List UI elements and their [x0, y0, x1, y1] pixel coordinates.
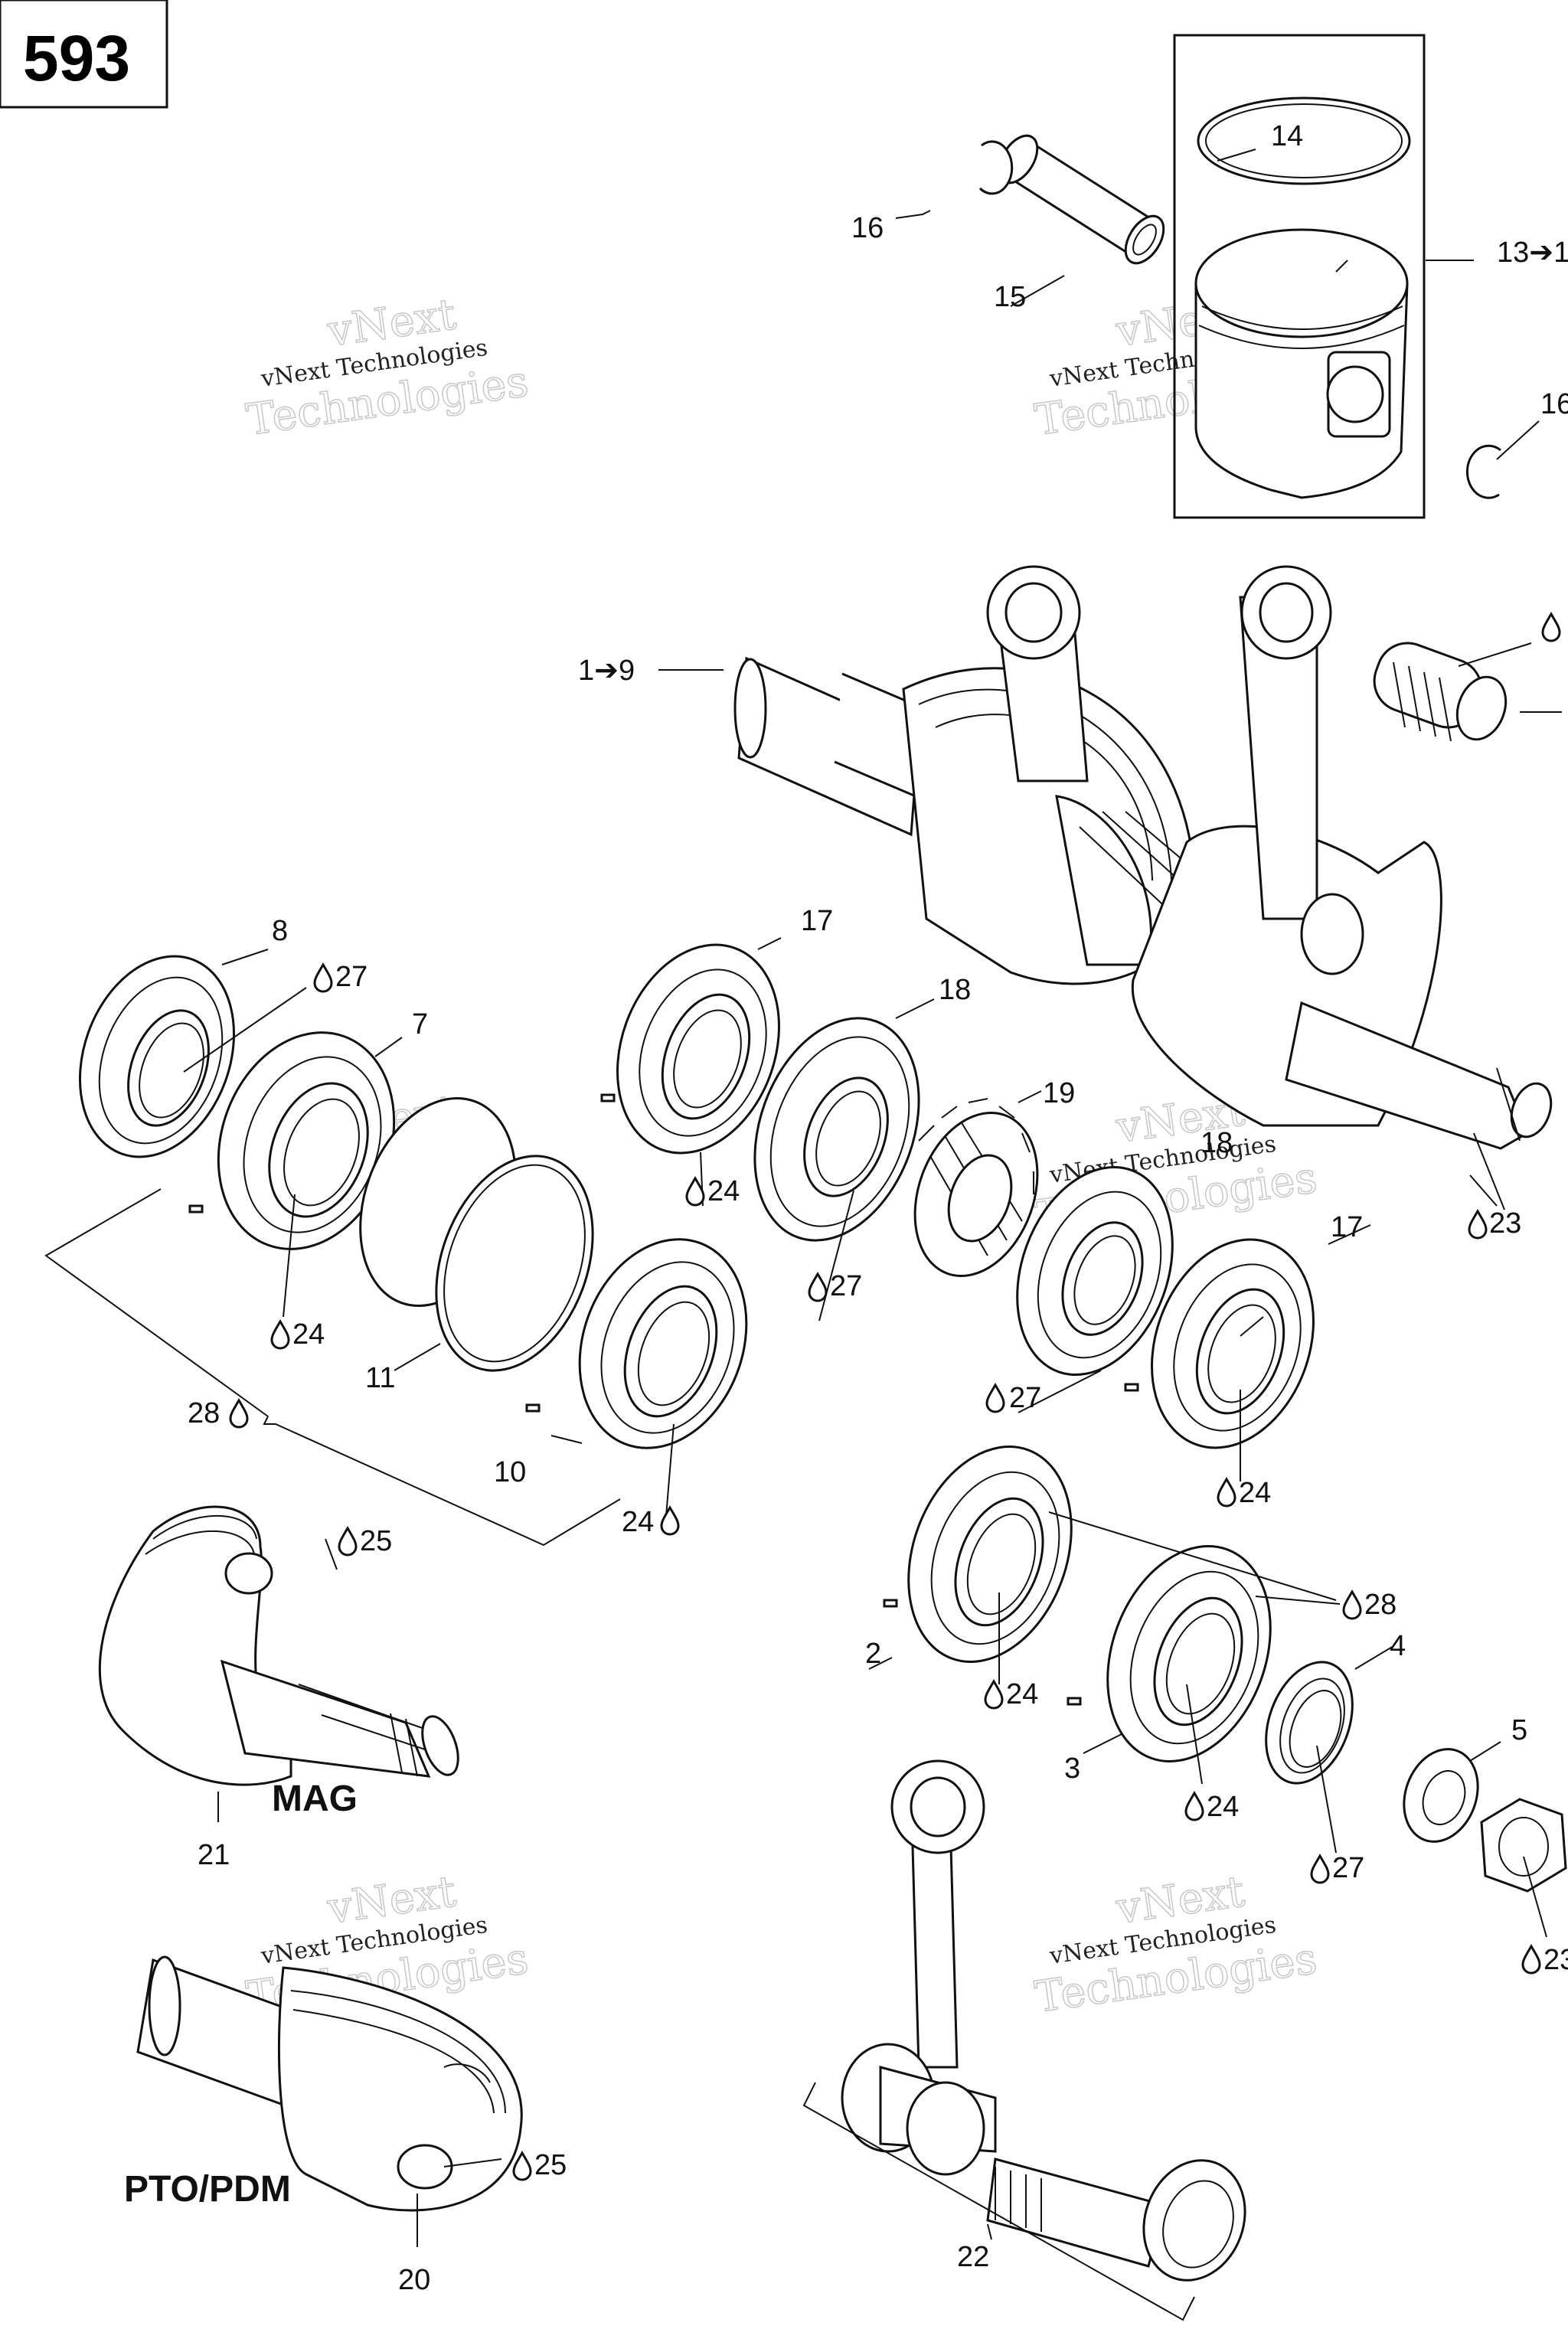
callout-24-bearing-2: 24	[1006, 1678, 1038, 1710]
callout-16-right: 16	[1540, 388, 1568, 420]
callout-27-seal-4: 27	[1332, 1852, 1364, 1884]
oil-drop-icon	[984, 1680, 1004, 1710]
callout-27: 27	[335, 961, 368, 993]
oil-drop-icon	[1184, 1792, 1204, 1821]
drive-gear-19	[913, 1098, 1039, 1278]
callout-22: 22	[957, 2241, 989, 2273]
callout-18: 18	[939, 974, 971, 1006]
ball-bearing-2	[883, 1446, 1073, 1663]
callout-24-left: 24	[292, 1318, 325, 1351]
piston-kit	[978, 34, 1426, 519]
callout-14: 14	[1271, 120, 1303, 152]
oil-drop-icon	[229, 1399, 249, 1429]
piston-ring	[1197, 96, 1411, 185]
callout-20: 20	[398, 2264, 430, 2296]
callout-1-to-9: 1➔9	[578, 655, 635, 687]
assembly-bracket-left	[44, 1188, 621, 1547]
callout-11: 11	[365, 1362, 395, 1394]
oil-drop-icon	[1342, 1590, 1362, 1620]
oil-seal-8	[78, 955, 236, 1158]
callout-27-center: 27	[830, 1270, 862, 1302]
needle-bearing	[1373, 642, 1508, 742]
callout-2: 2	[865, 1638, 881, 1670]
oil-drop-icon	[1310, 1854, 1330, 1884]
connecting-rod-22	[841, 1759, 1246, 2282]
callout-27-right: 27	[1009, 1382, 1041, 1414]
callout-25: 25	[360, 1525, 392, 1557]
page-number: 593	[23, 22, 130, 94]
callout-18-right: 18	[1200, 1127, 1233, 1159]
crank-half-mag	[98, 1505, 459, 1786]
crank-half-pto	[136, 1955, 523, 2212]
ball-bearing-7	[188, 1031, 396, 1250]
oil-drop-icon	[985, 1383, 1005, 1413]
ball-bearing-3	[1067, 1545, 1272, 1762]
oil-drop-icon	[338, 1527, 358, 1557]
callout-24-bearing-3: 24	[1207, 1791, 1239, 1823]
oil-drop-icon	[313, 963, 333, 993]
label-pto-pdm: PTO/PDM	[124, 2169, 291, 2210]
callout-21: 21	[198, 1839, 230, 1871]
callout-28-right: 28	[1364, 1589, 1396, 1621]
callout-7: 7	[412, 1008, 428, 1040]
callout-16: 16	[851, 212, 884, 244]
callout-labels: 14 16 15 13➔1 16 1➔9 8 27 7 17 18 19 18 …	[188, 120, 1568, 2296]
piston	[1194, 228, 1409, 499]
callout-24: 24	[707, 1175, 740, 1207]
callout-23: 23	[1489, 1207, 1521, 1240]
oil-seal-4	[1265, 1661, 1354, 1785]
callout-28: 28	[188, 1397, 220, 1429]
piston-kit-frame	[1173, 34, 1426, 519]
wrist-pin	[998, 134, 1165, 265]
callout-17: 17	[801, 905, 833, 937]
oil-drop-icon	[808, 1272, 828, 1302]
label-mag: MAG	[272, 1779, 358, 1819]
oil-drop-icon	[270, 1320, 290, 1350]
callout-17-right: 17	[1331, 1211, 1363, 1243]
oil-drop-icon	[1217, 1478, 1236, 1508]
callout-23-nut: 23	[1544, 1944, 1568, 1976]
circlip-right	[1465, 444, 1501, 499]
page-number-box: 593	[0, 0, 168, 109]
callout-19: 19	[1043, 1077, 1075, 1109]
leader-lines	[183, 149, 1562, 2247]
ball-bearing-17-right	[1124, 1238, 1315, 1449]
oil-drop-icon	[660, 1506, 680, 1536]
lock-washer-5	[1403, 1748, 1479, 1843]
callout-24-bottom: 24	[622, 1506, 654, 1538]
callout-5: 5	[1511, 1714, 1527, 1746]
ball-bearing-10	[525, 1238, 748, 1449]
nut	[1480, 1798, 1567, 1893]
crankshaft-assembly	[733, 565, 1553, 1150]
snap-ring-11	[359, 1096, 594, 1372]
callout-13-to-1: 13➔1	[1497, 237, 1568, 269]
callout-8: 8	[272, 915, 288, 947]
callout-10: 10	[494, 1456, 526, 1488]
oil-drop-icon	[512, 2151, 532, 2181]
callout-24-right: 24	[1239, 1477, 1271, 1509]
oil-drop-icon	[1468, 1210, 1488, 1240]
callout-3: 3	[1064, 1753, 1080, 1785]
oil-seal-18-right	[1016, 1165, 1174, 1377]
assembly-bracket-bottom	[802, 2082, 1195, 2321]
circlip	[978, 140, 1014, 195]
oil-seal-18	[753, 1017, 920, 1242]
ball-bearing-17-top	[600, 943, 780, 1155]
callout-4: 4	[1390, 1630, 1406, 1662]
callout-25-pto: 25	[534, 2149, 567, 2181]
oil-drop-icon	[1541, 612, 1561, 642]
callout-15: 15	[994, 281, 1026, 313]
oil-drop-icon	[1521, 1945, 1541, 1975]
